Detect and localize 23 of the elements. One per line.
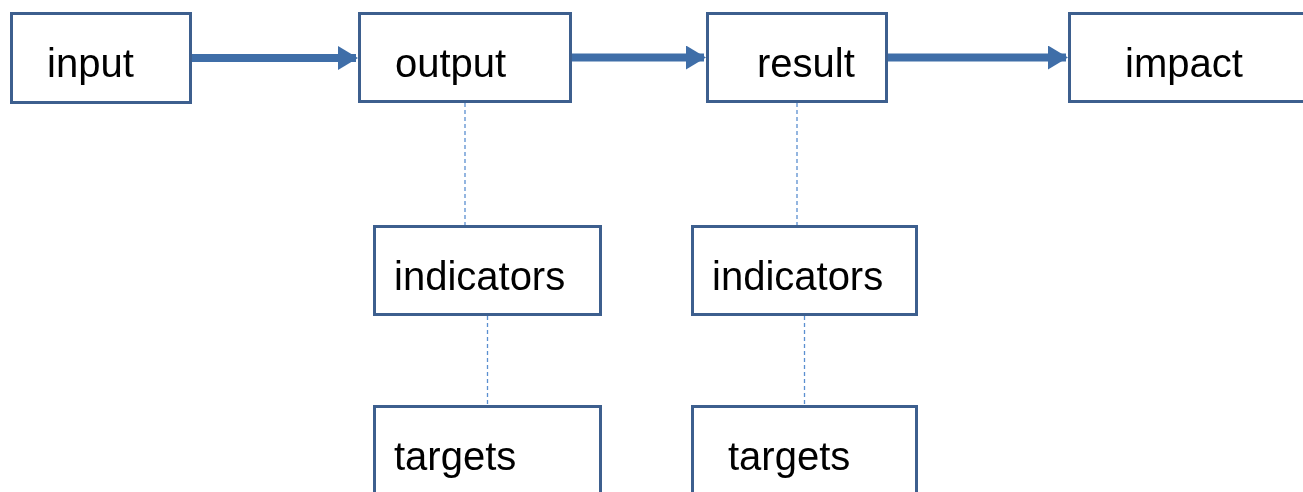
process-box (358, 12, 572, 103)
arrow (888, 45, 1068, 70)
box-label: targets (394, 436, 517, 476)
process-box (10, 12, 192, 104)
dashed-line (796, 102, 798, 226)
dashed-line (486, 315, 489, 406)
box-label: impact (1125, 43, 1243, 83)
arrow (192, 46, 358, 70)
dashed-line (464, 102, 466, 226)
process-box (706, 12, 888, 103)
box-label: input (47, 43, 134, 83)
box-label: result (757, 43, 855, 83)
arrow (572, 45, 706, 70)
process-box (1068, 12, 1303, 103)
process-box (373, 405, 602, 492)
box-label: indicators (394, 256, 566, 296)
box-label: indicators (712, 256, 884, 296)
process-box (691, 225, 918, 316)
process-box (691, 405, 918, 492)
box-label: targets (728, 436, 851, 476)
process-box (373, 225, 602, 316)
box-label: output (395, 43, 507, 83)
dashed-line (803, 315, 806, 406)
